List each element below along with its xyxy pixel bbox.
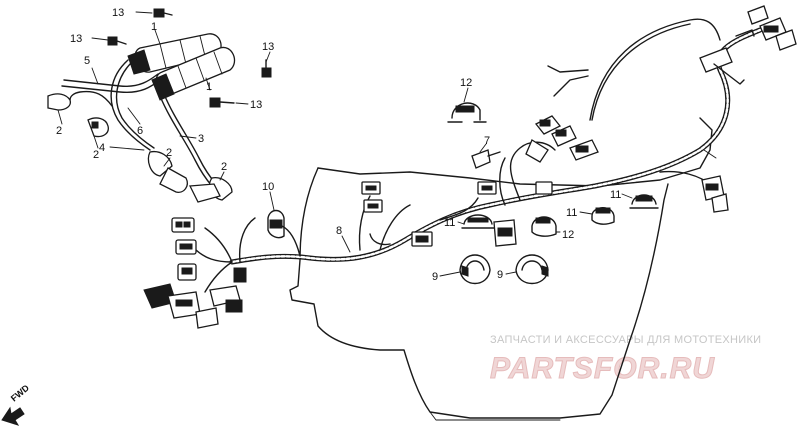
clamp-9-left xyxy=(459,254,491,285)
front-connector-cluster xyxy=(143,217,247,329)
callout-11: 11 xyxy=(610,189,621,201)
callout-numbers: 13 13 13 13 1 1 5 6 3 4 2 2 2 2 12 7 10 … xyxy=(56,7,621,283)
callout-3: 3 xyxy=(198,133,204,145)
callout-10: 10 xyxy=(262,181,274,193)
fwd-arrow-icon xyxy=(1,406,25,426)
bolt-13-bottom xyxy=(209,97,235,108)
plug-cap-2b xyxy=(87,117,109,138)
callout-12: 12 xyxy=(460,77,472,89)
plug-cap-2a xyxy=(47,93,72,111)
clamp-11-centre xyxy=(461,214,495,229)
watermark-logo: PARTSFOR.RU xyxy=(490,352,715,385)
callout-2: 2 xyxy=(166,147,172,159)
rear-connectors xyxy=(699,5,797,85)
callout-7: 7 xyxy=(484,135,490,147)
clamp-9-right xyxy=(515,254,549,285)
callout-13: 13 xyxy=(250,99,262,111)
callout-2: 2 xyxy=(221,161,227,173)
rear-lower-connector xyxy=(701,175,729,213)
callout-1: 1 xyxy=(206,81,212,93)
callout-9: 9 xyxy=(497,269,503,281)
callout-12: 12 xyxy=(562,229,574,241)
callout-11: 11 xyxy=(444,217,455,229)
callout-13: 13 xyxy=(70,33,82,45)
callout-11: 11 xyxy=(566,207,577,219)
bolt-13-right xyxy=(261,59,272,78)
clamp-12-upper xyxy=(447,102,487,123)
plug-cap-2d xyxy=(188,177,233,203)
leader-lines xyxy=(57,11,633,277)
connector-7 xyxy=(471,149,501,169)
clamp-10 xyxy=(267,209,285,239)
watermark: ЗАПЧАСТИ И АКСЕССУАРЫ ДЛЯ МОТОТЕХНИКИ PA… xyxy=(490,334,762,386)
ignition-coil-lower xyxy=(151,46,236,101)
watermark-tagline: ЗАПЧАСТИ И АКСЕССУАРЫ ДЛЯ МОТОТЕХНИКИ xyxy=(490,334,761,346)
high-tension-cord-6 xyxy=(69,59,155,151)
bolt-13-left xyxy=(107,36,127,46)
centre-sockets xyxy=(361,181,553,247)
fwd-direction-indicator: FWD xyxy=(1,382,32,426)
callout-9: 9 xyxy=(432,271,438,283)
high-tension-cord-5 xyxy=(61,73,161,94)
callout-13: 13 xyxy=(262,41,274,53)
high-tension-cord-3 xyxy=(159,93,217,187)
callout-8: 8 xyxy=(336,225,342,237)
callout-13: 13 xyxy=(112,7,124,19)
callout-4: 4 xyxy=(99,142,105,154)
clamp-11-mid xyxy=(591,207,615,225)
bolt-13-top xyxy=(153,8,173,18)
callout-5: 5 xyxy=(84,55,90,67)
ignition-coil-upper xyxy=(127,33,222,75)
centre-connectors-top xyxy=(525,115,599,163)
callout-2: 2 xyxy=(56,125,62,137)
callout-2: 2 xyxy=(93,149,99,161)
clamp-12-lower xyxy=(531,216,557,237)
fwd-label: FWD xyxy=(9,382,32,403)
clamp-11-right xyxy=(629,194,659,209)
callout-1: 1 xyxy=(151,21,157,33)
plug-cap-2c xyxy=(147,150,188,193)
callout-6: 6 xyxy=(137,125,143,137)
